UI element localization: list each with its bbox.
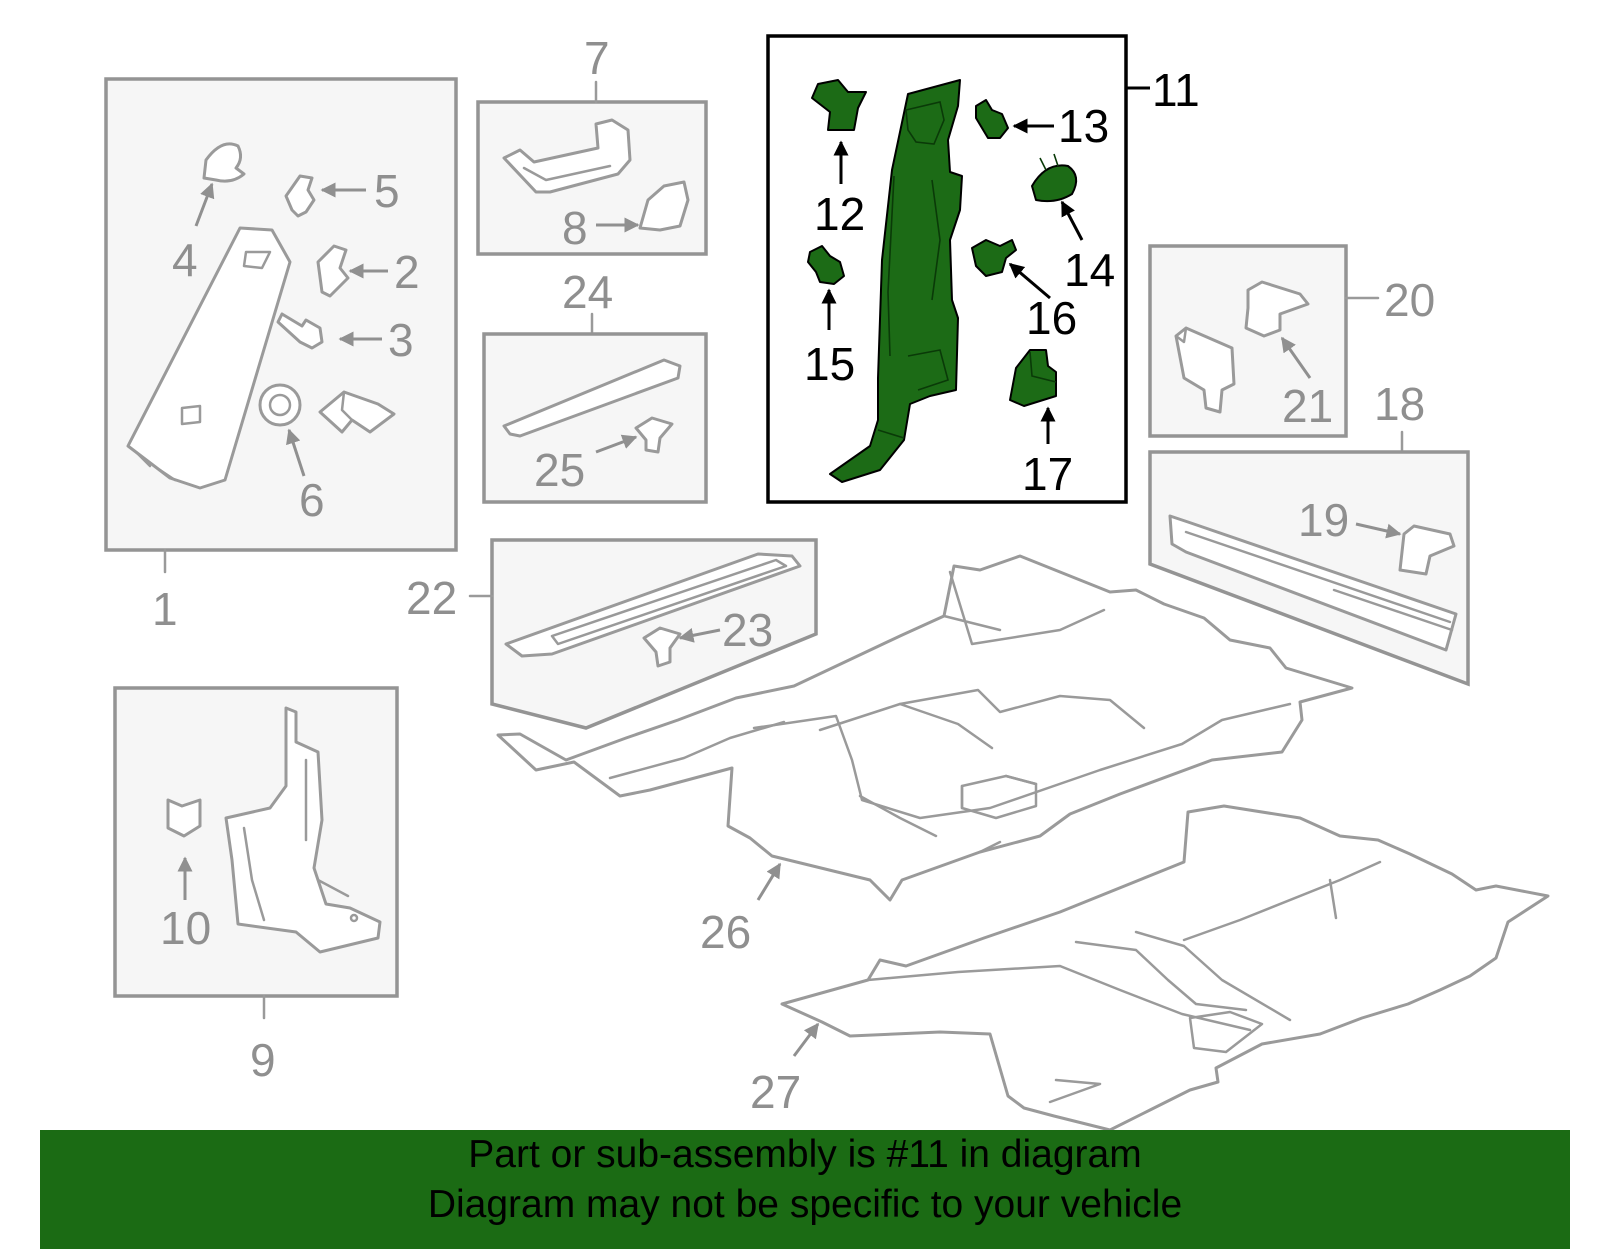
callout-24: 24 <box>562 266 613 318</box>
callout-7: 7 <box>584 32 610 84</box>
callout-15: 15 <box>804 338 855 390</box>
callout-5: 5 <box>374 165 400 217</box>
callout-11: 11 <box>1152 64 1200 116</box>
banner-line-2: Diagram may not be specific to your vehi… <box>427 1183 1183 1226</box>
bolt-part-15[interactable] <box>807 245 845 285</box>
clip-part-2 <box>316 244 350 298</box>
callout-14: 14 <box>1064 244 1115 296</box>
floor-carpet-part-26 <box>496 554 1354 902</box>
bracket-part-20 <box>1174 326 1236 414</box>
callout-9: 9 <box>250 1034 276 1086</box>
floor-mat-part-27 <box>780 804 1550 1132</box>
group-24-box <box>482 332 708 504</box>
part-19 <box>1398 524 1456 576</box>
clip-part-4 <box>202 142 246 183</box>
callout-17: 17 <box>1022 448 1073 500</box>
sill-plate-part-18 <box>1168 514 1458 652</box>
callout-20: 20 <box>1384 274 1435 326</box>
callout-3: 3 <box>388 314 414 366</box>
callout-22: 22 <box>406 572 457 624</box>
kick-panel-part-9 <box>224 706 382 954</box>
callout-27: 27 <box>750 1066 801 1118</box>
clip-part-12[interactable] <box>811 79 867 131</box>
part-10 <box>166 798 202 838</box>
info-banner: Part or sub-assembly is #11 in diagram D… <box>40 1130 1570 1249</box>
callout-21: 21 <box>1282 380 1333 432</box>
callout-26: 26 <box>700 906 751 958</box>
callout-25: 25 <box>534 444 585 496</box>
callout-18: 18 <box>1374 378 1425 430</box>
callout-16: 16 <box>1026 292 1077 344</box>
callout-12: 12 <box>814 188 865 240</box>
callout-23: 23 <box>722 604 773 656</box>
green-pillar-trim-part-11[interactable] <box>829 79 963 483</box>
nut-part-6 <box>258 383 302 427</box>
bolt-part-16[interactable] <box>971 239 1017 277</box>
cover-part-8 <box>638 180 690 232</box>
bolt-part-13[interactable] <box>975 99 1009 139</box>
clip-part-23 <box>642 626 682 668</box>
callout-13: 13 <box>1058 100 1109 152</box>
callout-10: 10 <box>160 902 211 954</box>
bracket-part <box>318 390 396 434</box>
part-17[interactable] <box>1009 349 1057 407</box>
callout-6: 6 <box>299 474 325 526</box>
callout-8: 8 <box>562 202 588 254</box>
callout-4: 4 <box>172 234 198 286</box>
part-14[interactable] <box>1031 164 1078 203</box>
banner-line-1: Part or sub-assembly is #11 in diagram <box>468 1133 1142 1176</box>
callout-2: 2 <box>394 246 420 298</box>
bolt-part-3 <box>276 312 324 350</box>
part-21 <box>1244 280 1310 338</box>
callout-1: 1 <box>152 583 178 635</box>
sill-plate-part-22 <box>504 552 802 658</box>
clip-part-25 <box>634 416 674 454</box>
callout-19: 19 <box>1298 494 1349 546</box>
sill-plate-part-24 <box>502 358 682 438</box>
clip-part-5 <box>284 174 316 218</box>
